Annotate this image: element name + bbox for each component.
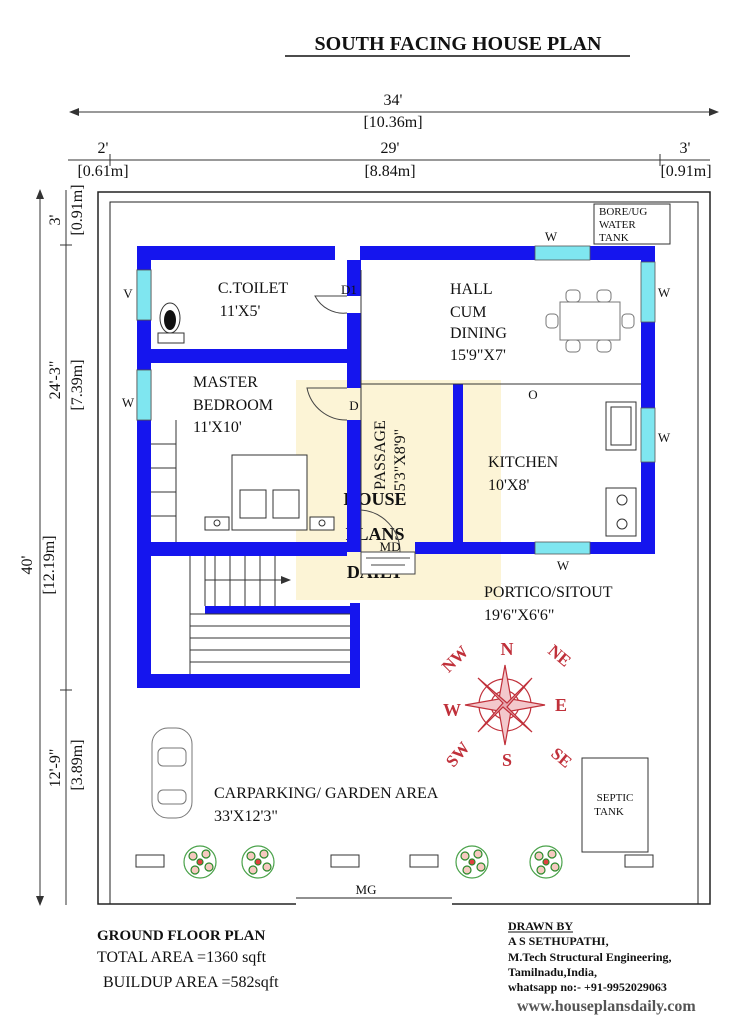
dim-top-right: 3' — [680, 140, 691, 157]
total-area: TOTAL AREA =1360 sqft — [97, 949, 267, 966]
page-title: SOUTH FACING HOUSE PLAN — [315, 33, 602, 55]
dim-top-total: 34' — [384, 92, 403, 109]
hall-line3: DINING — [450, 325, 507, 342]
bore-line2: WATER — [599, 219, 636, 231]
author-qualification: M.Tech Structural Engineering, — [508, 950, 672, 964]
main-door-label: MD — [380, 539, 401, 554]
car — [151, 727, 193, 819]
bed — [204, 454, 335, 531]
portico-size: 19'6"X6'6" — [484, 607, 554, 624]
dim-top-right-m: [0.91m] — [660, 163, 711, 180]
bedroom-line1: MASTER — [193, 374, 258, 391]
bedroom-size: 11'X10' — [193, 419, 242, 436]
svg-text:SE: SE — [547, 744, 575, 772]
dim-left-top-m: [0.91m] — [69, 184, 86, 235]
main-gate-label: MG — [356, 882, 377, 897]
svg-text:W: W — [443, 700, 461, 720]
author-whatsapp: whatsapp no:- +91-9952029063 — [508, 980, 667, 994]
left-dimension-labels: 40' [12.19m] 3' [0.91m] 24'-3" [7.39m] 1… — [19, 184, 86, 790]
kitchen-size: 10'X8' — [488, 477, 529, 494]
flower-plants — [183, 845, 563, 879]
ventilator-label: V — [123, 286, 133, 301]
septic-line2: TANK — [594, 806, 624, 818]
opening-labels: W W W W W V D1 D MD O MG — [122, 229, 671, 897]
portico-name: PORTICO/SITOUT — [484, 584, 613, 601]
author-location: Tamilnadu,India, — [508, 965, 597, 979]
svg-text:NW: NW — [438, 642, 472, 676]
compound-lights — [135, 854, 654, 868]
dim-top-total-m: [10.36m] — [363, 114, 422, 131]
buildup-area: BUILDUP AREA =582sqft — [103, 974, 279, 991]
dim-top-mid-m: [8.84m] — [364, 163, 415, 180]
dim-left-total: 40' — [19, 555, 36, 574]
hall-line2: CUM — [450, 304, 486, 321]
window-label-kitchen-right: W — [658, 430, 671, 445]
dim-left-top: 3' — [47, 214, 64, 225]
door-label: D — [349, 398, 358, 413]
compass-rose — [464, 664, 546, 746]
toilet-name: C.TOILET — [218, 280, 289, 297]
dim-left-mid-m: [7.39m] — [69, 359, 86, 410]
svg-text:S: S — [502, 750, 512, 770]
opening-label: O — [528, 387, 537, 402]
dim-top-mid: 29' — [381, 140, 400, 157]
svg-text:N: N — [501, 639, 514, 659]
car-parking-size: 33'X12'3" — [214, 808, 278, 825]
walls — [137, 246, 655, 688]
main-gate-gap — [296, 898, 452, 906]
staircase — [189, 556, 350, 674]
room-labels: C.TOILET 11'X5' HALL CUM DINING 15'9"X7'… — [193, 206, 647, 825]
dim-left-bottom-m: [3.89m] — [69, 739, 86, 790]
wardrobe — [151, 420, 177, 542]
dining-table — [545, 289, 635, 353]
hall-line1: HALL — [450, 281, 493, 298]
window-label-kitchen-bottom: W — [557, 558, 570, 573]
toilet-fixture — [157, 302, 185, 344]
svg-text:SW: SW — [442, 738, 474, 770]
author-name: A S SETHUPATHI, — [508, 934, 609, 948]
door1-label: D1 — [341, 282, 357, 297]
hall-size: 15'9"X7' — [450, 347, 506, 364]
window-label-top: W — [545, 229, 558, 244]
car-parking-name: CARPARKING/ GARDEN AREA — [214, 785, 439, 802]
window-label-hall-right: W — [658, 285, 671, 300]
windows — [136, 245, 656, 555]
bedroom-line2: BEDROOM — [193, 397, 273, 414]
passage-name: PASSAGE — [372, 420, 389, 490]
dim-left-total-m: [12.19m] — [41, 535, 58, 594]
septic-tank — [581, 757, 649, 853]
toilet-size: 11'X5' — [220, 303, 261, 320]
kitchen-name: KITCHEN — [488, 454, 559, 471]
dim-left-mid: 24'-3" — [47, 361, 64, 400]
left-dimensions — [36, 189, 72, 906]
footer: GROUND FLOOR PLAN TOTAL AREA =1360 sqft … — [97, 919, 696, 1015]
window-label-bedroom: W — [122, 395, 135, 410]
bore-tank — [593, 203, 671, 245]
dim-left-bottom: 12'-9" — [47, 749, 64, 788]
dim-top-left: 2' — [98, 140, 109, 157]
bore-line1: BORE/UG — [599, 206, 647, 218]
website: www.houseplansdaily.com — [517, 998, 696, 1015]
doors — [306, 295, 416, 575]
dim-top-left-m: [0.61m] — [77, 163, 128, 180]
kitchen-counter — [605, 401, 637, 537]
top-dimensions — [68, 108, 719, 166]
plan-title: GROUND FLOOR PLAN — [97, 928, 266, 944]
drawn-by: DRAWN BY — [508, 919, 573, 933]
svg-text:NE: NE — [544, 641, 574, 671]
passage-size: 5'3"X8'9" — [392, 429, 409, 491]
svg-text:E: E — [555, 695, 567, 715]
septic-line1: SEPTIC — [597, 792, 634, 804]
bore-line3: TANK — [599, 232, 629, 244]
